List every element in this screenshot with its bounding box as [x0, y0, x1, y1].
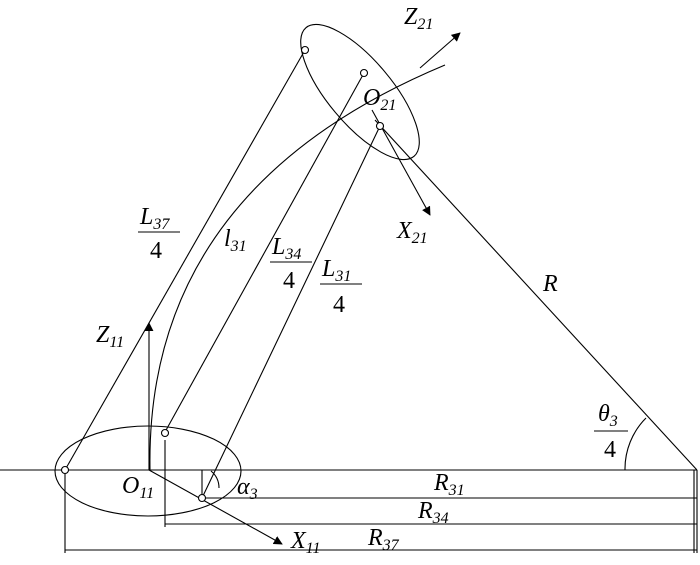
- label-r: R: [542, 271, 558, 297]
- joint-top-l37: [300, 45, 310, 55]
- label-z21: Z21: [404, 4, 433, 33]
- leg-l31: [201, 125, 381, 499]
- fraction-l37-over-4: L37 4: [138, 204, 180, 264]
- alpha3-arc: [210, 470, 220, 489]
- label-x21: X21: [396, 218, 428, 247]
- label-r31: R31: [433, 470, 465, 499]
- radius-line-r: [374, 119, 698, 471]
- joint-top-l31: [375, 121, 385, 131]
- svg-text:L31: L31: [321, 256, 351, 285]
- label-alpha3: α3: [237, 474, 258, 503]
- leg-l37: [64, 49, 306, 471]
- fraction-l31-over-4: L31 4: [320, 256, 362, 318]
- svg-text:L37: L37: [139, 204, 170, 233]
- joint-base-l37: [60, 465, 70, 475]
- label-x11: X11: [290, 528, 320, 557]
- svg-text:4: 4: [604, 437, 616, 463]
- label-l31-arc: l31: [224, 226, 247, 255]
- arc-l31: [149, 64, 446, 471]
- fraction-l34-over-4: L34 4: [270, 234, 312, 294]
- svg-text:4: 4: [333, 292, 345, 318]
- label-r37: R37: [367, 525, 400, 554]
- svg-text:θ3: θ3: [598, 401, 618, 430]
- svg-text:4: 4: [283, 268, 295, 294]
- leg-l34: [164, 72, 365, 433]
- base-platform-ellipse: [54, 425, 242, 517]
- label-o21: O21: [363, 85, 396, 114]
- svg-text:L34: L34: [271, 234, 301, 263]
- top-platform-ellipse: [300, 23, 420, 161]
- fraction-theta3-over-4: θ3 4: [594, 401, 628, 463]
- joint-base-l34: [160, 428, 170, 438]
- joint-top-l34: [359, 68, 369, 78]
- label-o11: O11: [122, 473, 154, 502]
- svg-text:4: 4: [150, 238, 162, 264]
- x11-axis: [148, 469, 283, 545]
- z21-axis: [419, 32, 461, 69]
- theta3-arc: [624, 417, 647, 471]
- label-r34: R34: [417, 498, 449, 527]
- joint-base-l31: [197, 493, 207, 503]
- label-z11: Z11: [96, 322, 124, 351]
